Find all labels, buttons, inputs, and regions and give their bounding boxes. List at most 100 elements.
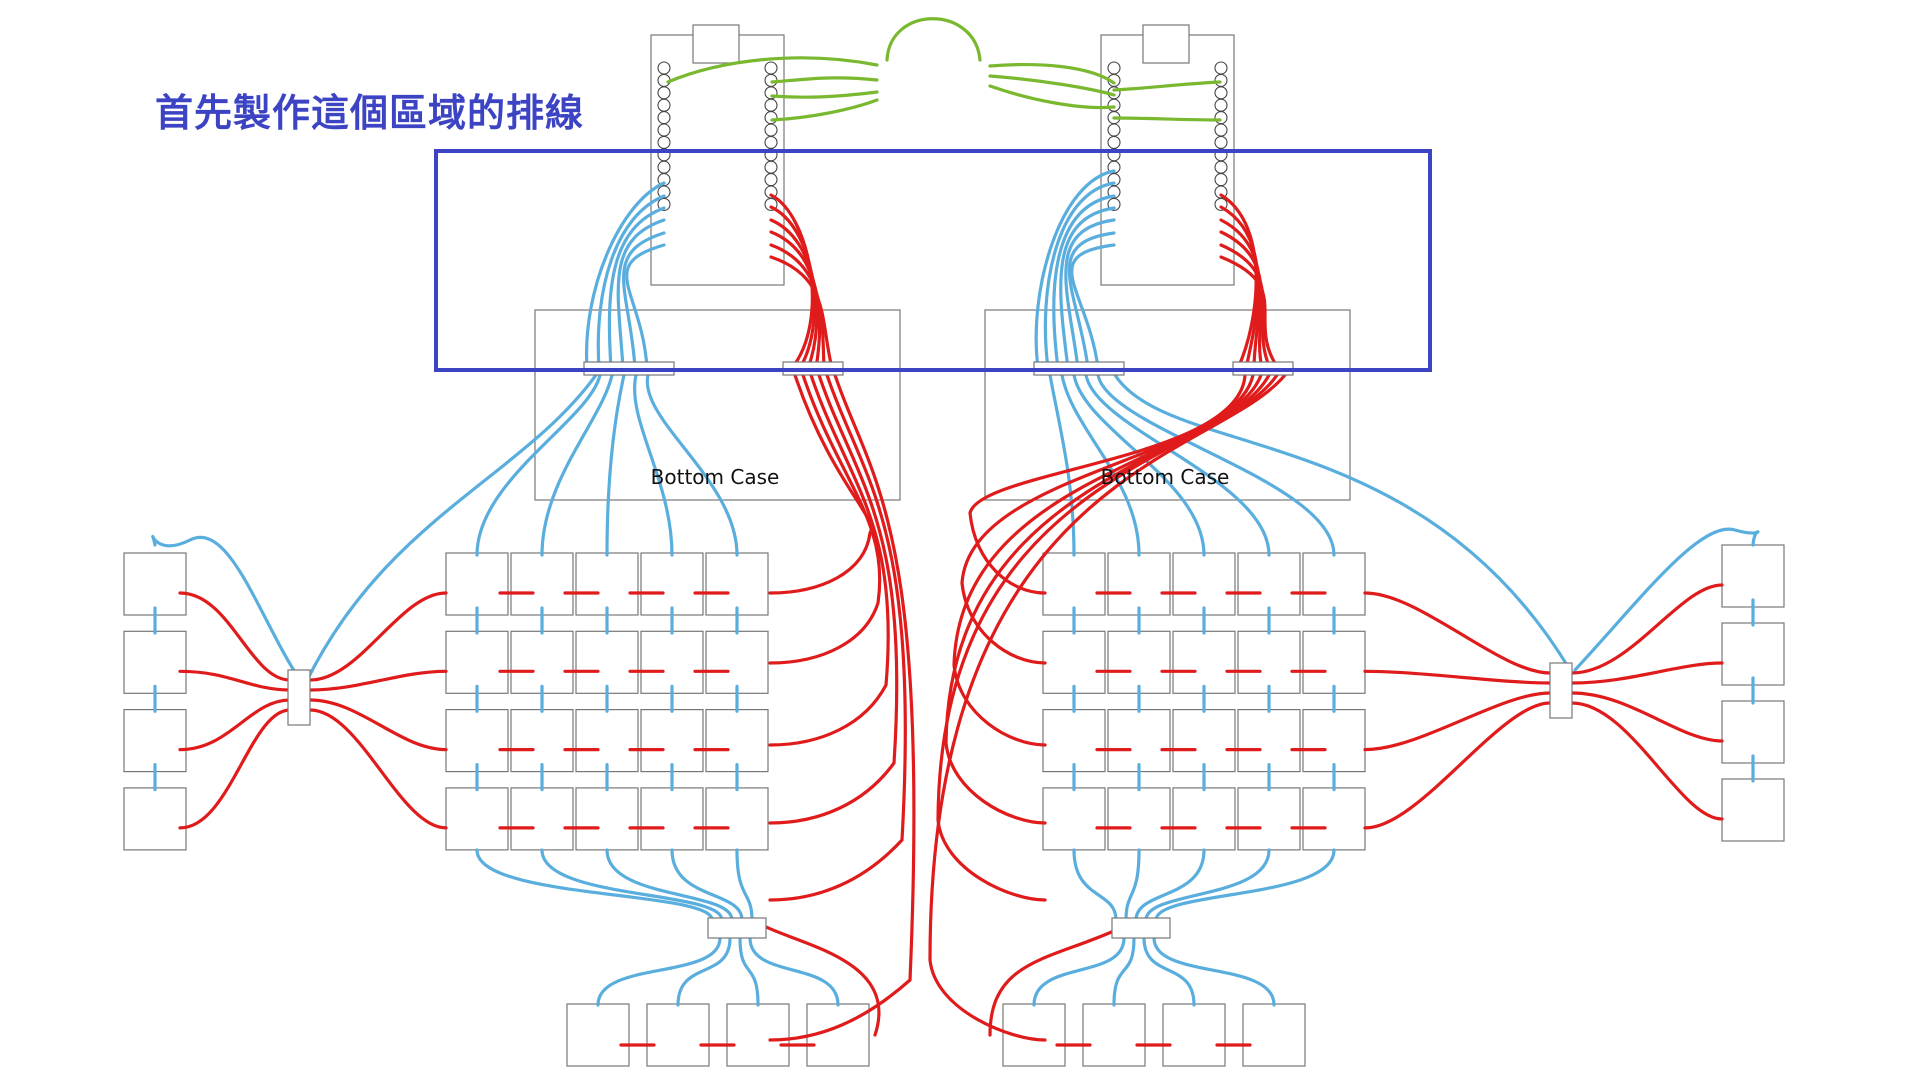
blue-wire-column-right [1048, 373, 1076, 557]
red-wire-thumb-left [760, 923, 881, 1037]
grid-left-key [705, 630, 769, 694]
thumb-right-key [1162, 1003, 1226, 1067]
grid-left-key [445, 630, 509, 694]
grid-left-key [575, 630, 639, 694]
bottom-connector-left [707, 917, 767, 939]
red-wire-row-right [928, 373, 1287, 1042]
blue-wire-thumb-right [1072, 848, 1118, 922]
mcu-left-pin [657, 135, 671, 149]
grid-right-key [1107, 630, 1171, 694]
mcu-left-pin [657, 197, 671, 211]
blue-wire-mcu-left [625, 243, 666, 370]
blue-wire-thumb-left [605, 848, 734, 922]
blue-wire-thumb-left [540, 848, 724, 922]
side-right-key [1721, 544, 1785, 608]
red-wire-row-left [768, 373, 899, 825]
grid-right-key [1107, 787, 1171, 851]
side-left-key [123, 708, 187, 773]
mcu-left-pin [657, 123, 671, 137]
blue-wire-column-right [1096, 373, 1336, 557]
grid-left-key [575, 787, 639, 851]
side-right-key [1721, 700, 1785, 764]
red-wire-row-left [768, 373, 907, 902]
side-left-key [123, 552, 187, 616]
grid-right-key [1302, 787, 1366, 851]
grid-left-key [510, 787, 574, 851]
mcu-left-pin [657, 98, 671, 112]
grid-right-key [1237, 787, 1301, 851]
red-wire-side-right [1570, 583, 1724, 675]
blue-wire-column-right [1084, 373, 1271, 557]
blue-wire-mcu-right [1059, 206, 1116, 370]
blue-wire-thumb-right [1154, 848, 1336, 922]
mcu-left-pin [764, 98, 778, 112]
bottom-case-label-right: Bottom Case [1101, 465, 1230, 489]
blue-wire-thumb-left [735, 848, 754, 922]
grid-right-key [1302, 630, 1366, 694]
grid-left-key [640, 552, 704, 616]
blue-wire-thumb-left-key [676, 936, 732, 1007]
grid-right-key [1172, 630, 1236, 694]
mcu-right-pin [1107, 123, 1121, 137]
blue-wire-mcu-right [1070, 243, 1116, 370]
green-wire [666, 56, 879, 84]
blue-wire-mcu-left [596, 194, 666, 370]
blue-wire-mcu-left [607, 206, 666, 370]
blue-wire-column-left [645, 373, 739, 557]
blue-wire-thumb-right [1124, 848, 1141, 922]
red-wire-grid-right-row [1363, 691, 1552, 752]
grid-left-key [705, 708, 769, 773]
red-wire-side-left [178, 698, 292, 752]
grid-right-key [1172, 787, 1236, 851]
mcu-left-pin [764, 135, 778, 149]
mcu-right-usb-port [1142, 24, 1190, 64]
mcu-right-pin [1214, 86, 1228, 100]
red-wire-thumb-right [988, 928, 1118, 1037]
mcu-right-pin [1214, 160, 1228, 174]
grid-left-key [575, 552, 639, 616]
grid-left-key [510, 552, 574, 616]
grid-left-key [640, 708, 704, 773]
red-wire-grid-right-row [1363, 701, 1552, 830]
blue-wire-mcu-right [1034, 169, 1116, 370]
mcu-right-pin [1214, 73, 1228, 87]
red-wire-grid-left-row [308, 698, 448, 752]
blue-wire-thumb-right-key [1152, 936, 1276, 1007]
thumb-left-key [646, 1003, 710, 1067]
side-right-key [1721, 778, 1785, 842]
grid-right-key [1042, 630, 1106, 694]
grid-right-key [1237, 708, 1301, 773]
red-wire-side-left [178, 708, 292, 830]
grid-left-key [445, 552, 509, 616]
grid-right-key [1042, 552, 1106, 616]
side-connector-left [287, 669, 311, 726]
mcu-right-pin [1107, 98, 1121, 112]
blue-wire-mcu-right [1064, 218, 1116, 370]
grid-left-key [705, 787, 769, 851]
green-wire [1112, 116, 1222, 122]
red-wire-side-left [178, 669, 292, 692]
blue-wire-column-right [1060, 373, 1141, 557]
blue-wire-side-left [151, 534, 302, 682]
bottom-case-label-left: Bottom Case [651, 465, 780, 489]
mcu-right-pin [1214, 173, 1228, 187]
red-wire-row-left [768, 373, 873, 595]
mcu-left-pin [764, 160, 778, 174]
grid-right-key [1107, 708, 1171, 773]
mcu-right-pin [1214, 61, 1228, 75]
red-wire-grid-left-row [308, 591, 448, 682]
red-wire-grid-left-row [308, 669, 448, 692]
red-wire-row-left [768, 373, 882, 665]
blue-wire-thumb-left-key [748, 936, 840, 1007]
mcu-left-pin [657, 160, 671, 174]
mcu-right-pin [1214, 135, 1228, 149]
side-left-key [123, 630, 187, 694]
blue-wire-column-left [605, 373, 626, 557]
blue-wire-side-left [298, 373, 598, 697]
blue-wire-mcu-left [584, 181, 666, 370]
grid-right-key [1237, 552, 1301, 616]
mcu-left-usb-port [692, 24, 740, 64]
grid-left-key [445, 708, 509, 773]
mcu-left-pin [657, 86, 671, 100]
green-wire [770, 98, 879, 122]
